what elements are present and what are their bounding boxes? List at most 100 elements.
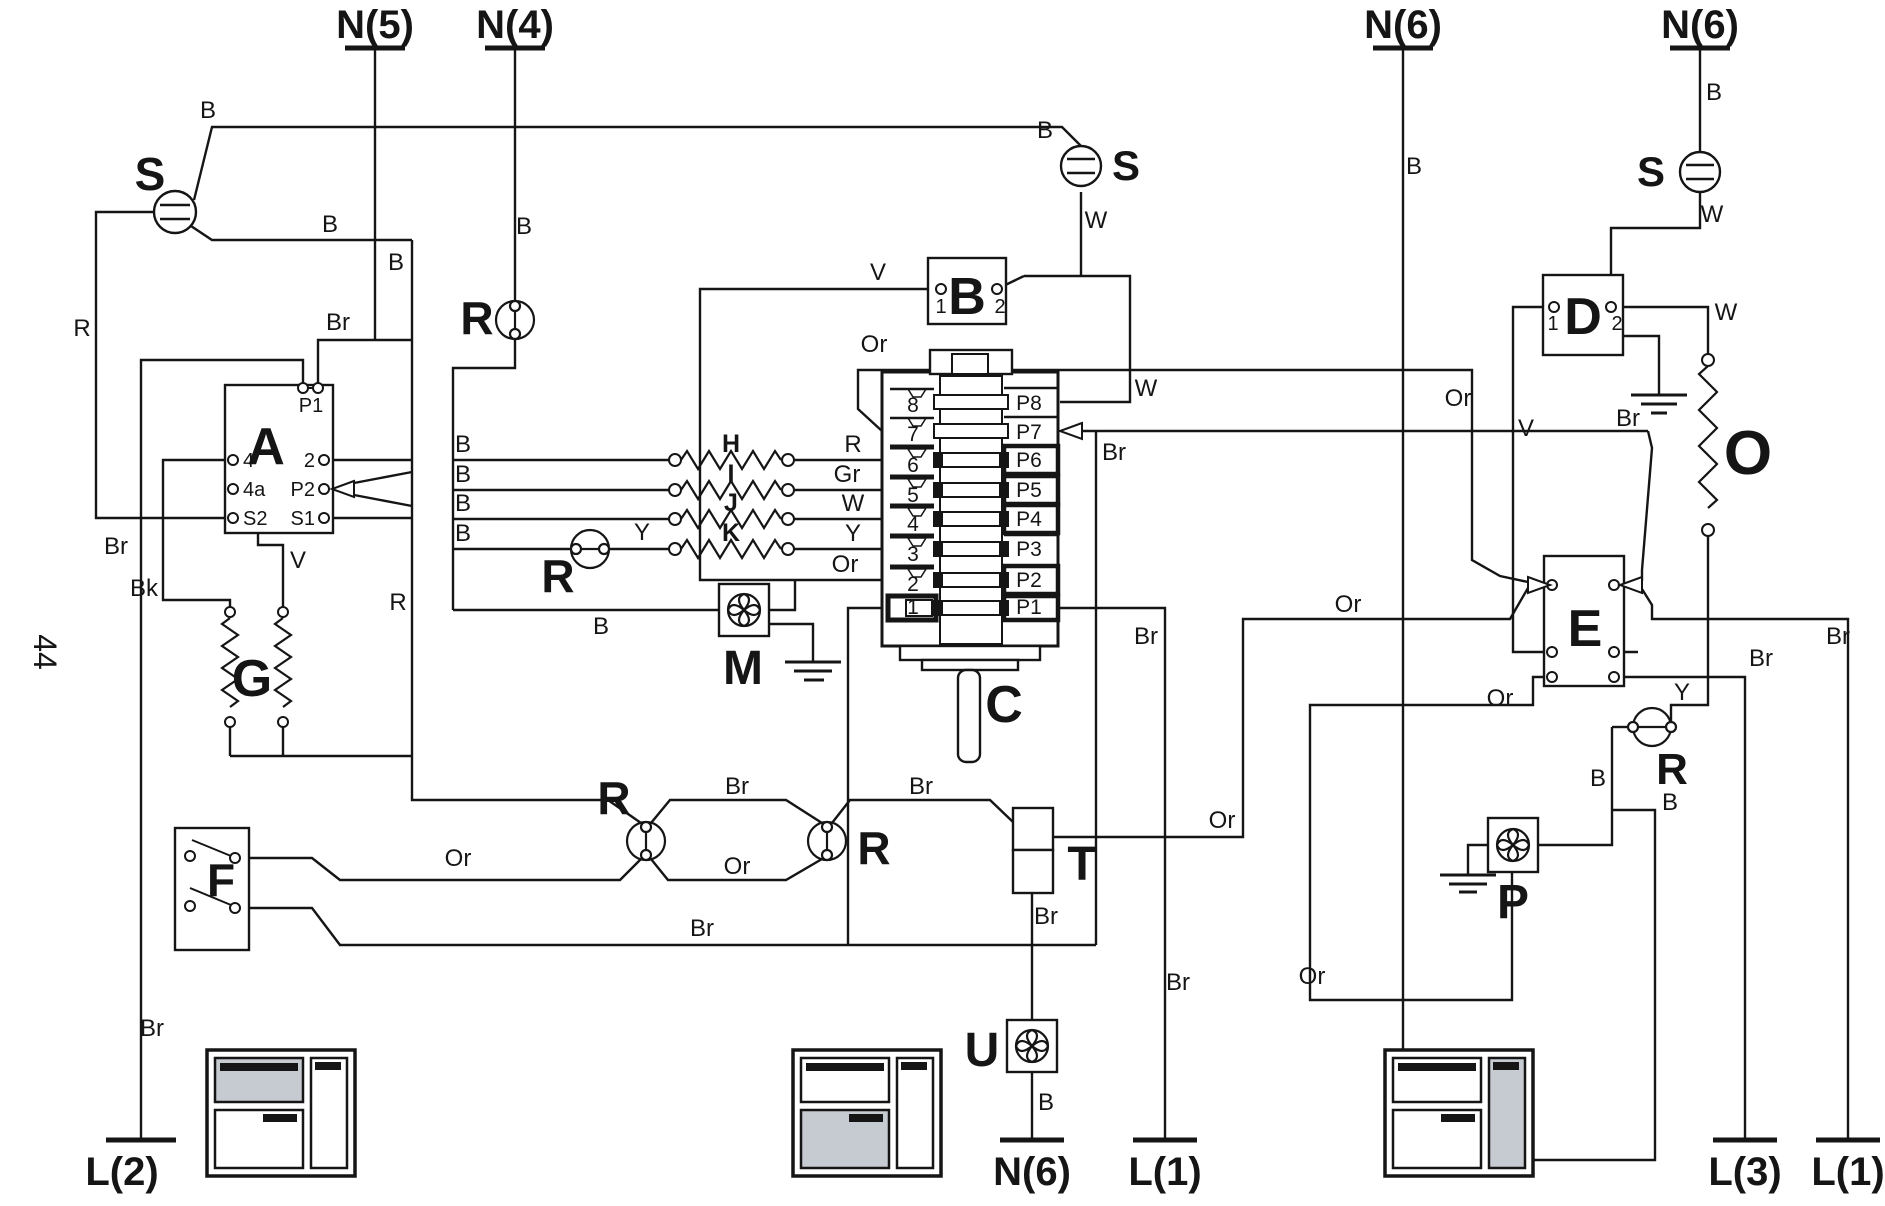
terminal-l1-b: L(1) [1811, 1150, 1884, 1194]
terminal-block-t [1011, 806, 1055, 895]
wire-merge-arrows [329, 421, 1643, 595]
wire-label: Br [1616, 405, 1640, 432]
wire-label: V [290, 547, 306, 574]
wire-label: R [389, 589, 406, 616]
wire-label: R [844, 431, 861, 458]
wire-label: Br [140, 1015, 164, 1042]
wire-label: B [1590, 765, 1606, 792]
wire-label: B [1038, 1089, 1054, 1116]
pin-a-s2: S2 [243, 508, 267, 530]
selector-pin-p2: P2 [1016, 569, 1042, 592]
pin-b-2: 2 [994, 296, 1005, 318]
wire-label: B [455, 461, 471, 488]
wire-label: Br [1034, 903, 1058, 930]
label-i: I [728, 460, 735, 488]
label-j: J [724, 489, 738, 517]
selector-pin-p4: P4 [1016, 508, 1042, 531]
switch-e [1542, 554, 1626, 688]
lamp-s-right [1678, 150, 1722, 194]
lamp-r-right [1626, 706, 1678, 748]
wire-label: V [870, 259, 886, 286]
label-r-mid: R [541, 550, 574, 602]
wire-label: B [455, 520, 471, 547]
selector-pin-4: 4 [907, 513, 919, 536]
door-switch-f [173, 826, 251, 952]
lamp-r-top [494, 299, 536, 341]
wire-label: Or [1299, 963, 1326, 990]
pin-a-4: 4 [243, 450, 254, 472]
selector-pin-p7: P7 [1016, 421, 1042, 444]
label-r-top: R [460, 292, 493, 344]
label-u: U [965, 1024, 1000, 1077]
wire-label: B [322, 211, 338, 238]
label-p: P [1497, 876, 1529, 929]
label-k: K [722, 519, 740, 547]
label-d: D [1564, 288, 1602, 346]
selector-pin-p6: P6 [1016, 449, 1042, 472]
selector-pin-5: 5 [907, 484, 919, 507]
wire-label: Y [634, 519, 650, 546]
wire-label: Bk [130, 575, 159, 602]
pin-a-p2: P2 [291, 479, 315, 501]
wire-label: Or [724, 853, 751, 880]
wire-label: Br [1134, 623, 1158, 650]
wire-label: W [1701, 201, 1724, 228]
wire-label: Br [690, 915, 714, 942]
selector-pin-p1: P1 [1016, 596, 1042, 619]
wire-label: Or [1335, 591, 1362, 618]
timer-a [223, 382, 335, 535]
terminal-n6-c: N(6) [993, 1150, 1071, 1194]
pin-d-1: 1 [1547, 313, 1558, 335]
label-t: T [1067, 838, 1096, 891]
selector-pin-p3: P3 [1016, 538, 1042, 561]
terminal-n4: N(4) [476, 3, 554, 47]
wire-label: W [1135, 375, 1158, 402]
pin-a-s1: S1 [291, 508, 315, 530]
pin-a-p1: P1 [299, 395, 323, 417]
oven-icon-left [205, 1048, 357, 1178]
wire-label: Y [1674, 679, 1690, 706]
label-f: F [207, 854, 235, 906]
grill-element-g-shape [220, 617, 293, 708]
wire-label: B [1037, 117, 1053, 144]
label-m: M [723, 642, 763, 695]
wire-label: Br [1102, 439, 1126, 466]
label-g: G [232, 650, 272, 708]
label-b: B [948, 268, 986, 326]
fan-p [1486, 816, 1540, 874]
pin-a-4a: 4a [243, 479, 266, 501]
wire-label: W [1715, 299, 1738, 326]
wire-label: W [1085, 207, 1108, 234]
terminal-l2: L(2) [85, 1150, 158, 1194]
label-s-top: S [1112, 142, 1140, 189]
wire-label: B [1406, 153, 1422, 180]
label-r-right: R [1656, 745, 1688, 794]
wire-label: Or [832, 551, 859, 578]
wire-label: B [1662, 789, 1678, 816]
wire-label: Or [861, 331, 888, 358]
selector-pin-p8: P8 [1016, 392, 1042, 415]
label-c: C [985, 676, 1023, 734]
selector-pin-p5: P5 [1016, 479, 1042, 502]
lamp-r-low-left [625, 820, 667, 862]
selector-pin-2: 2 [907, 573, 919, 596]
wire-label: Br [1166, 969, 1190, 996]
wire-label: B [1706, 79, 1722, 106]
terminal-n6-a: N(6) [1364, 3, 1442, 47]
selector-switch-c [880, 348, 1061, 764]
fan-u [1005, 1018, 1059, 1074]
wire-label: W [842, 490, 865, 517]
label-s-left: S [135, 148, 166, 200]
selector-pin-3: 3 [907, 543, 919, 566]
switch-d [1541, 273, 1625, 357]
label-r-low-left: R [597, 772, 630, 824]
resistors-h-i-j-k [680, 448, 782, 561]
wire-label: Or [1445, 385, 1472, 412]
wire-label: Br [1749, 645, 1773, 672]
label-s-right: S [1637, 148, 1665, 195]
page-number: 44 [27, 634, 63, 670]
label-o: O [1724, 419, 1772, 488]
resistor-terminals [224, 353, 1715, 728]
label-h: H [722, 430, 740, 458]
